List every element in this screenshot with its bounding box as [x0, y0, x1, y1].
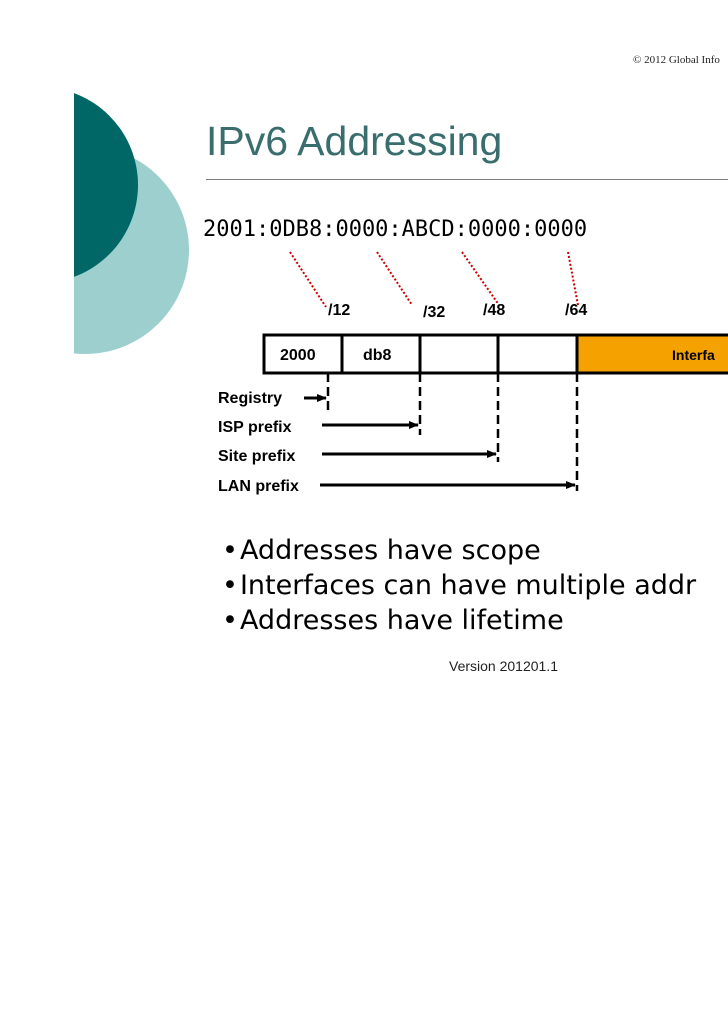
slide-title: IPv6 Addressing — [206, 118, 503, 164]
leader-line-64 — [567, 251, 579, 306]
prefix-mark-48: /48 — [483, 302, 505, 319]
field-label-2000: 2000 — [280, 347, 316, 364]
leader-line-48 — [461, 251, 500, 306]
row-label-site-prefix: Site prefix — [218, 448, 295, 465]
left-white-mask — [0, 0, 74, 400]
leader-line-12 — [289, 251, 327, 308]
field-label-db8: db8 — [363, 347, 392, 364]
bullet-list: Addresses have scope Interfaces can have… — [222, 533, 696, 638]
prefix-mark-32: /32 — [423, 304, 445, 321]
leader-line-32 — [376, 251, 413, 306]
ipv6-address: 2001:0DB8:0000:ABCD:0000:0000 — [203, 217, 588, 242]
row-label-lan-prefix: LAN prefix — [218, 478, 299, 495]
copyright-notice: © 2012 Global Info — [633, 54, 720, 66]
bullet-item: Interfaces can have multiple addr — [222, 568, 696, 603]
row-label-registry: Registry — [218, 390, 282, 407]
prefix-mark-64: /64 — [565, 302, 587, 319]
bullet-item: Addresses have scope — [222, 533, 696, 568]
title-rule — [206, 179, 728, 180]
ipv6-prefix-diagram: /12 /32 /48 /64 2000 db8 Interfa Registr… — [218, 251, 728, 495]
leader-lines — [289, 251, 579, 308]
decorative-circles — [0, 0, 189, 400]
field-label-interface: Interfa — [672, 347, 715, 363]
interface-id-field — [577, 335, 728, 373]
version-label: Version 201201.1 — [449, 658, 558, 674]
row-label-isp-prefix: ISP prefix — [218, 419, 292, 436]
prefix-mark-12: /12 — [328, 302, 350, 319]
bullet-item: Addresses have lifetime — [222, 603, 696, 638]
